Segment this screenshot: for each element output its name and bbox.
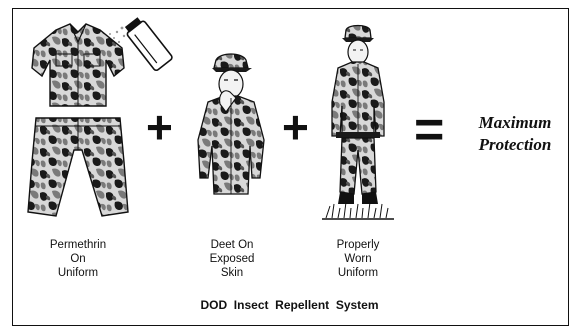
caption-uniform: Properly Worn Uniform bbox=[308, 238, 408, 280]
caption-line: Permethrin bbox=[28, 238, 128, 252]
grass-patch bbox=[322, 202, 394, 219]
result-line-1: Maximum bbox=[463, 112, 567, 134]
system-title: DOD Insect Repellent System bbox=[0, 298, 579, 312]
caption-line: Skin bbox=[182, 266, 282, 280]
caption-line: Deet On bbox=[182, 238, 282, 252]
soldier-applying-repellent-icon bbox=[190, 50, 274, 198]
caption-line: Properly bbox=[308, 238, 408, 252]
caption-line: On bbox=[28, 252, 128, 266]
aerosol-spray-can bbox=[123, 15, 174, 71]
soldier-standing-uniform-icon bbox=[318, 22, 398, 222]
caption-line: Worn bbox=[308, 252, 408, 266]
caption-line: Exposed bbox=[182, 252, 282, 266]
equals-sign: = bbox=[414, 104, 444, 156]
camo-trousers bbox=[28, 118, 128, 216]
result-line-2: Protection bbox=[463, 134, 567, 156]
caption-deet: Deet On Exposed Skin bbox=[182, 238, 282, 280]
caption-line: Uniform bbox=[28, 266, 128, 280]
caption-permethrin: Permethrin On Uniform bbox=[28, 238, 128, 280]
caption-line: Uniform bbox=[308, 266, 408, 280]
plus-sign-2: + bbox=[282, 104, 309, 150]
plus-sign-1: + bbox=[146, 104, 173, 150]
maximum-protection-result: Maximum Protection bbox=[463, 112, 567, 156]
camo-jacket bbox=[32, 24, 124, 106]
